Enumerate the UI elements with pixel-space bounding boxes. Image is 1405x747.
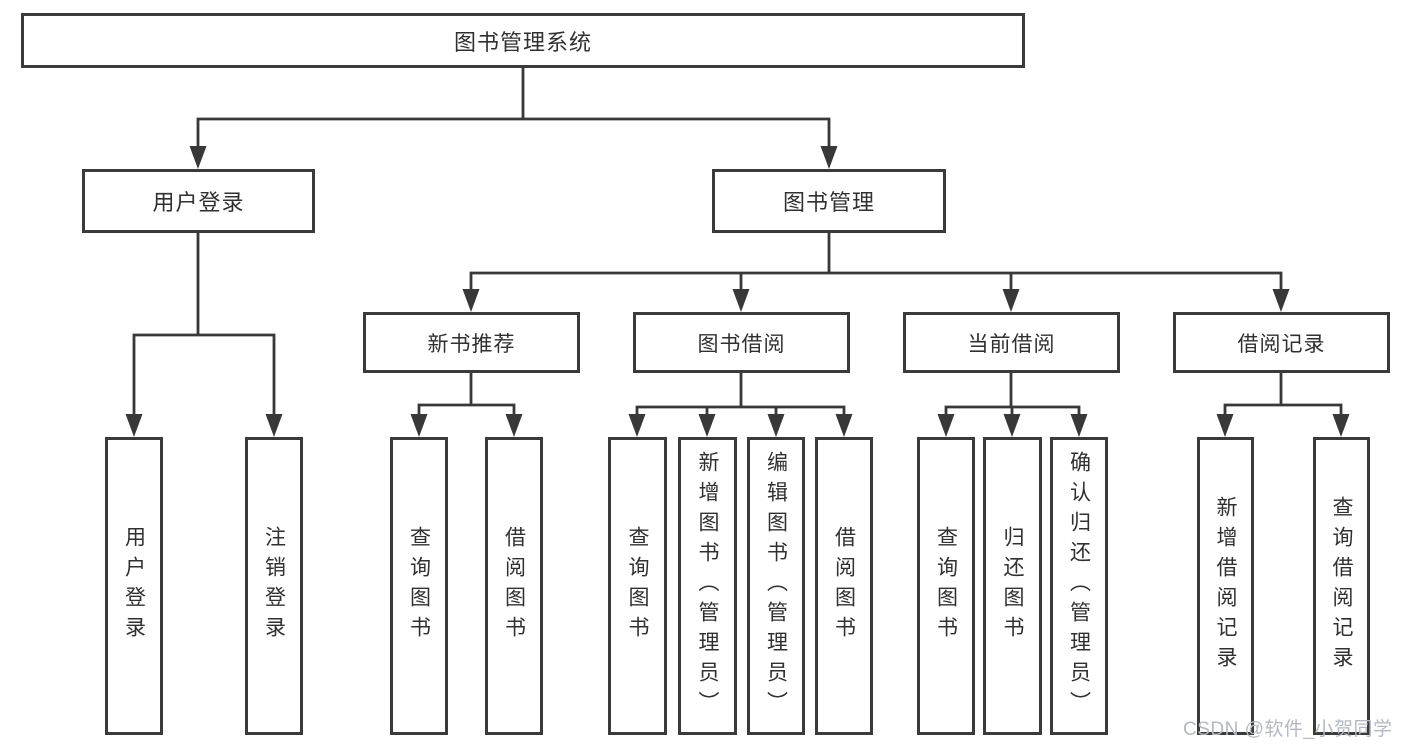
arrowheads <box>125 146 1350 437</box>
leaf-borrow-books-recommend-label: 借阅图书 <box>502 526 526 646</box>
node-new-book-recommend-label: 新书推荐 <box>427 332 516 356</box>
leaf-edit-book-admin: 编辑图书（管理员） <box>747 437 805 735</box>
leaf-logout: 注销登录 <box>245 437 303 735</box>
leaf-edit-book-admin-label: 编辑图书（管理员） <box>764 451 788 721</box>
node-book-management-label: 图书管理 <box>782 190 875 215</box>
leaf-add-book-admin: 新增图书（管理员） <box>678 437 737 735</box>
node-current-borrowing: 当前借阅 <box>903 312 1120 373</box>
node-user-login-label: 用户登录 <box>152 190 245 215</box>
connector-bookmgmt-to-level3 <box>469 231 1283 299</box>
connector-records-to-leaves <box>1223 371 1343 424</box>
leaf-query-books-current: 查询图书 <box>917 437 975 735</box>
leaf-query-books-borrowing: 查询图书 <box>608 437 667 735</box>
node-book-borrowing-label: 图书借阅 <box>697 332 786 356</box>
leaf-user-login-label: 用户登录 <box>122 526 146 646</box>
node-library-management-system: 图书管理系统 <box>21 13 1025 68</box>
node-current-borrowing-label: 当前借阅 <box>967 332 1056 356</box>
leaf-borrow-books-recommend: 借阅图书 <box>485 437 543 735</box>
node-book-management: 图书管理 <box>712 169 946 233</box>
leaf-query-books-current-label: 查询图书 <box>934 526 958 646</box>
leaf-confirm-return-admin-label: 确认归还（管理员） <box>1067 451 1091 721</box>
node-borrowing-records: 借阅记录 <box>1173 312 1390 373</box>
connector-borrowing-to-leaves <box>635 371 846 424</box>
leaf-borrow-books: 借阅图书 <box>815 437 873 735</box>
node-book-borrowing: 图书借阅 <box>633 312 850 373</box>
leaf-confirm-return-admin: 确认归还（管理员） <box>1050 437 1108 735</box>
leaf-query-borrow-record: 查询借阅记录 <box>1313 437 1370 735</box>
node-root-label: 图书管理系统 <box>453 29 592 55</box>
leaf-query-books-borrowing-label: 查询图书 <box>626 526 649 646</box>
connector-newbook-to-leaves <box>417 371 516 424</box>
leaf-borrow-books-label: 借阅图书 <box>832 526 856 646</box>
leaf-add-borrow-record: 新增借阅记录 <box>1197 437 1254 735</box>
leaf-query-books-recommend-label: 查询图书 <box>407 526 431 646</box>
leaf-logout-label: 注销登录 <box>262 526 286 646</box>
leaf-add-borrow-record-label: 新增借阅记录 <box>1214 496 1237 676</box>
node-user-login: 用户登录 <box>82 169 315 233</box>
leaf-query-books-recommend: 查询图书 <box>390 437 448 735</box>
leaf-query-borrow-record-label: 查询借阅记录 <box>1330 496 1353 676</box>
leaf-return-books: 归还图书 <box>983 437 1042 735</box>
node-new-book-recommend: 新书推荐 <box>363 312 580 373</box>
leaf-add-book-admin-label: 新增图书（管理员） <box>696 451 719 721</box>
connector-root-to-level2 <box>196 66 831 154</box>
node-borrowing-records-label: 借阅记录 <box>1237 332 1326 356</box>
leaf-user-login: 用户登录 <box>105 437 163 735</box>
connector-userlogin-to-leaves <box>132 231 276 424</box>
leaf-return-books-label: 归还图书 <box>1001 526 1024 646</box>
csdn-watermark: CSDN @软件_小贺同学 <box>1183 719 1393 740</box>
